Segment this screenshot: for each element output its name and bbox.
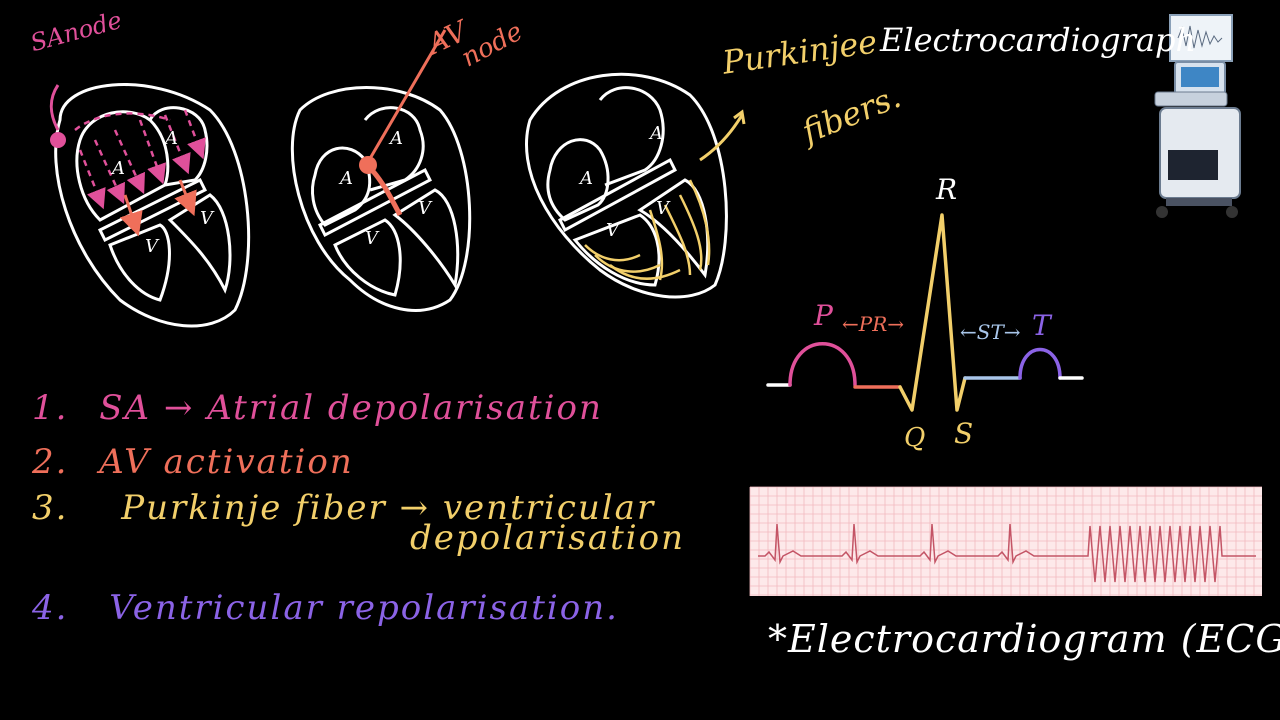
step-number: 4.	[32, 588, 69, 628]
ventricle-letter: V	[418, 198, 431, 219]
ventricle-letter: V	[656, 198, 669, 219]
atrium-letter: A	[390, 128, 403, 149]
step-4: 4. Ventricular repolarisation.	[32, 588, 619, 628]
av-node-pointer	[366, 29, 447, 163]
ventricle-letter: V	[365, 228, 378, 249]
ecg-strip	[749, 486, 1262, 596]
ecg-st-label: ←ST→	[960, 320, 1021, 344]
step-2: 2. AV activation	[32, 442, 354, 482]
step-1: 1. SA → Atrial depolarisation	[32, 388, 603, 428]
ecg-pr-label: ←PR→	[842, 312, 905, 336]
step-3: 3. Purkinje fiber → ventricular	[32, 488, 655, 528]
purkinje-pointer	[699, 114, 744, 162]
ecg-s-label: S	[954, 417, 974, 450]
ecg-q-label: Q	[904, 423, 926, 453]
ecg-r-label: R	[936, 173, 958, 206]
step-text: Purkinje fiber → ventricular	[121, 488, 656, 528]
ecg-caption: *Electrocardiogram (ECG)	[768, 617, 1280, 661]
step-text: Ventricular repolarisation.	[109, 588, 619, 628]
purkinje-fibers-drawing	[584, 179, 711, 281]
step-text: AV activation	[99, 442, 354, 482]
atrium-letter: A	[340, 168, 353, 189]
atrium-letter: A	[165, 128, 178, 149]
ventricle-letter: V	[145, 236, 158, 257]
atrium-letter: A	[112, 158, 125, 179]
sa-node-pointer	[49, 84, 60, 131]
electrocardiograph-title: Electrocardiograph	[880, 21, 1197, 59]
sa-impulse-arrows	[74, 109, 206, 210]
step-number: 3.	[32, 488, 69, 528]
electrocardiograph-machine-icon	[1154, 14, 1241, 218]
step-text: depolarisation	[410, 518, 686, 558]
step-number: 2.	[32, 442, 69, 482]
ecg-p-label: P	[814, 299, 833, 332]
av-bundle	[370, 168, 403, 217]
sa-node-dot	[50, 132, 66, 148]
atrium-letter: A	[580, 168, 593, 189]
av-node-dot	[359, 156, 377, 174]
heart-av-node	[290, 86, 472, 312]
heart-sa-node	[54, 83, 251, 328]
step-text: SA → Atrial depolarisation	[99, 388, 603, 428]
atrium-letter: A	[650, 123, 663, 144]
step-number: 1.	[32, 388, 69, 428]
ventricle-letter: V	[200, 208, 213, 229]
ecg-t-label: T	[1032, 309, 1051, 342]
sa-to-ventricle-arrows	[119, 179, 197, 237]
ecg-waveform	[766, 213, 1084, 412]
step-3-continuation: depolarisation	[410, 518, 685, 558]
ventricle-letter: V	[606, 220, 619, 241]
heart-purkinje	[525, 72, 728, 299]
